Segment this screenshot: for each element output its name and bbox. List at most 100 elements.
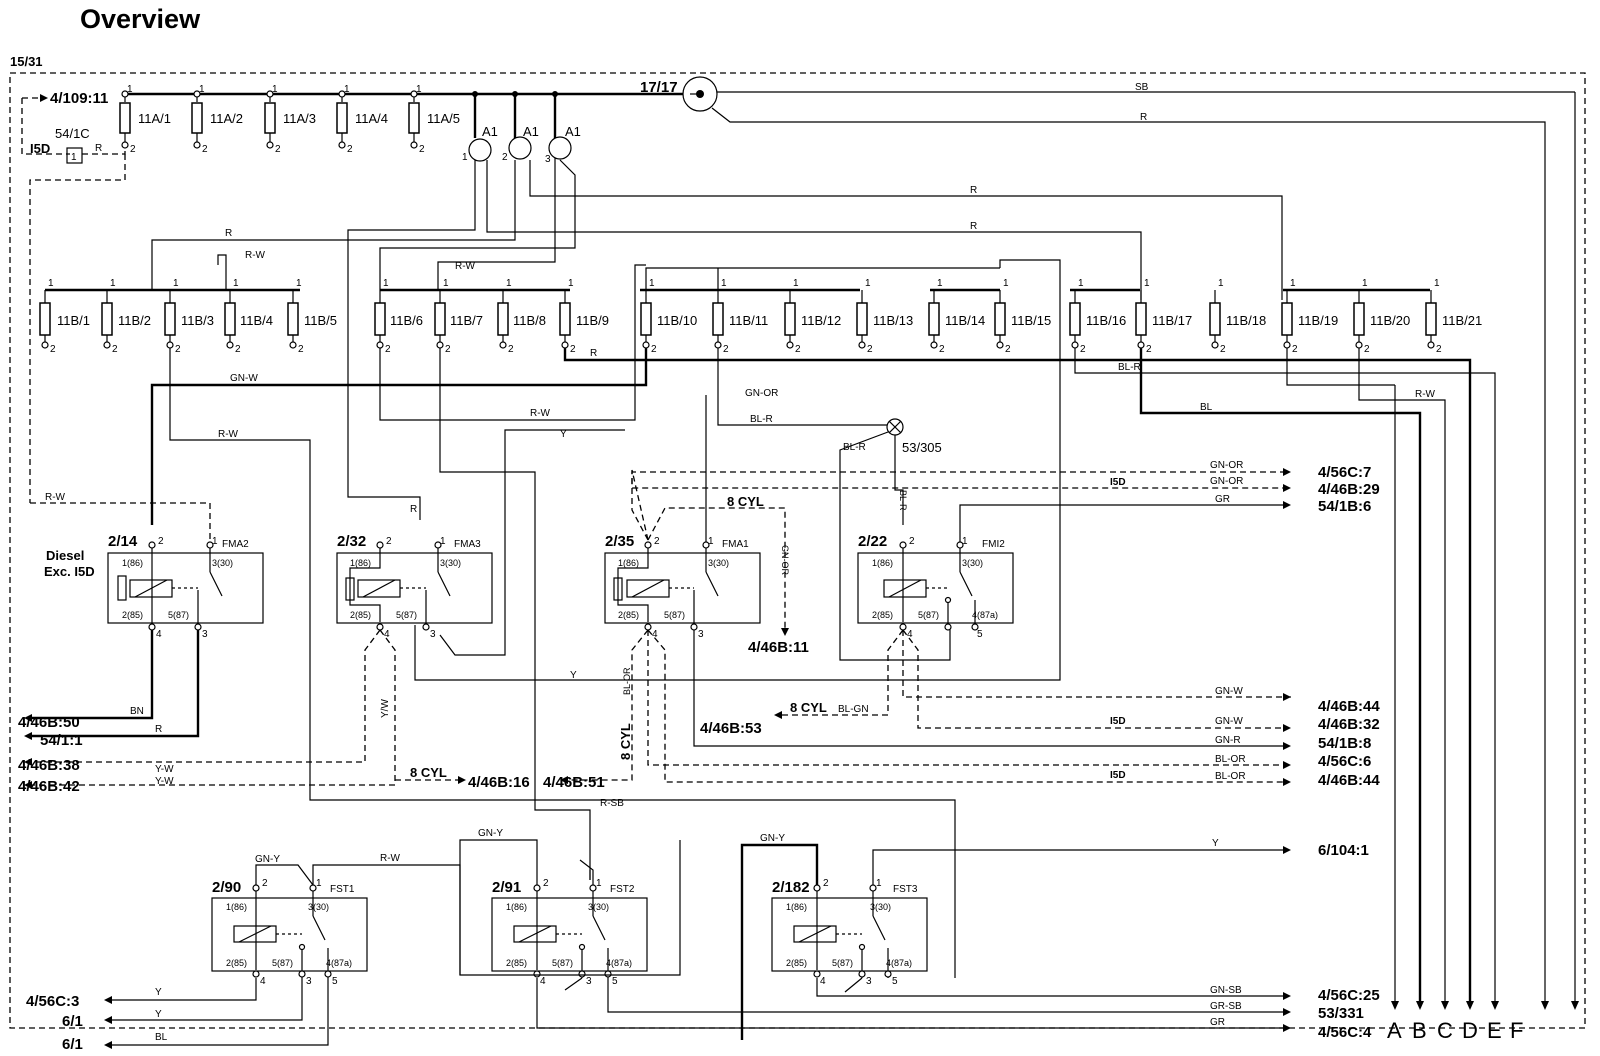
svg-text:11B/19: 11B/19 bbox=[1298, 313, 1338, 328]
fuse-row-b: 11B/112 11B/212 11B/312 11B/412 11B/512 … bbox=[39, 278, 1482, 355]
svg-text:R: R bbox=[970, 221, 977, 232]
svg-text:1: 1 bbox=[416, 84, 422, 95]
svg-text:11B/21: 11B/21 bbox=[1442, 313, 1482, 328]
svg-text:2: 2 bbox=[175, 344, 181, 355]
svg-text:5(87): 5(87) bbox=[552, 958, 573, 968]
conn-mid-4: 4/46B:53 bbox=[700, 720, 762, 737]
svg-text:11B/17: 11B/17 bbox=[1152, 313, 1192, 328]
svg-text:11B/20: 11B/20 bbox=[1370, 313, 1410, 328]
svg-text:2: 2 bbox=[347, 144, 353, 155]
svg-text:1(86): 1(86) bbox=[618, 558, 639, 568]
ground-label: 53/305 bbox=[902, 440, 942, 455]
svg-text:FMA2: FMA2 bbox=[222, 539, 249, 550]
svg-text:2: 2 bbox=[1364, 344, 1370, 355]
svg-text:FST2: FST2 bbox=[610, 884, 635, 895]
conn-right-9: 6/104:1 bbox=[1318, 842, 1369, 859]
svg-text:GN-OR: GN-OR bbox=[1210, 460, 1243, 471]
svg-text:GN-Y: GN-Y bbox=[255, 854, 280, 865]
svg-text:1: 1 bbox=[1290, 278, 1296, 289]
fuse-11b-8: 11B/812 bbox=[497, 278, 546, 355]
svg-text:2: 2 bbox=[385, 344, 391, 355]
svg-text:1: 1 bbox=[1434, 278, 1440, 289]
svg-text:4(87a): 4(87a) bbox=[606, 958, 632, 968]
svg-text:BL-GN: BL-GN bbox=[838, 704, 869, 715]
svg-text:11A/2: 11A/2 bbox=[210, 111, 243, 126]
svg-text:Y-W: Y-W bbox=[155, 764, 174, 775]
svg-text:2/32: 2/32 bbox=[337, 533, 366, 550]
svg-text:GN-W: GN-W bbox=[1215, 686, 1243, 697]
svg-text:R-W: R-W bbox=[455, 261, 476, 272]
svg-text:11B/18: 11B/18 bbox=[1226, 313, 1266, 328]
conn-left-6: 6/1 bbox=[62, 1013, 83, 1030]
svg-text:2/91: 2/91 bbox=[492, 879, 521, 896]
svg-text:2: 2 bbox=[419, 144, 425, 155]
conn-right-8: 4/46B:44 bbox=[1318, 772, 1380, 789]
svg-text:R: R bbox=[410, 504, 417, 515]
svg-text:1: 1 bbox=[1144, 278, 1150, 289]
svg-text:R: R bbox=[1140, 112, 1147, 123]
svg-text:R-W: R-W bbox=[1415, 389, 1436, 400]
svg-text:2: 2 bbox=[130, 144, 136, 155]
mid-connector-labels: 4/46B:16 4/46B:51 4/46B:11 4/46B:53 bbox=[468, 639, 809, 791]
wire-sb: SB bbox=[1135, 82, 1149, 93]
svg-text:2: 2 bbox=[202, 144, 208, 155]
svg-text:1: 1 bbox=[962, 536, 968, 547]
fuse-11b-3: 11B/312 bbox=[164, 278, 214, 355]
svg-text:11B/7: 11B/7 bbox=[450, 313, 483, 328]
svg-text:GN-OR: GN-OR bbox=[780, 545, 790, 575]
conn-mid-1: 4/46B:16 bbox=[468, 774, 530, 791]
conn-right-1: 4/56C:7 bbox=[1318, 464, 1371, 481]
svg-text:1: 1 bbox=[212, 536, 218, 547]
svg-text:1(86): 1(86) bbox=[122, 558, 143, 568]
svg-text:2: 2 bbox=[508, 344, 514, 355]
svg-text:3: 3 bbox=[545, 154, 551, 165]
bus-letter-d: D bbox=[1462, 1018, 1478, 1043]
conn-left-5: 4/56C:3 bbox=[26, 993, 79, 1010]
svg-text:BL: BL bbox=[155, 1032, 168, 1043]
svg-text:4: 4 bbox=[260, 976, 266, 987]
frame-label: 15/31 bbox=[10, 54, 43, 69]
svg-text:2: 2 bbox=[235, 344, 241, 355]
svg-text:1: 1 bbox=[173, 278, 179, 289]
svg-text:GN-W: GN-W bbox=[1215, 716, 1243, 727]
feed-ref-group: 4/109:11 54/1C I5D 1 R bbox=[21, 90, 126, 503]
svg-text:11B/16: 11B/16 bbox=[1086, 313, 1126, 328]
svg-text:GN-Y: GN-Y bbox=[478, 828, 503, 839]
svg-text:GN-R: GN-R bbox=[1215, 735, 1241, 746]
svg-text:11B/1: 11B/1 bbox=[57, 313, 90, 328]
svg-text:2/35: 2/35 bbox=[605, 533, 634, 550]
svg-text:5: 5 bbox=[332, 976, 338, 987]
svg-text:2: 2 bbox=[298, 344, 304, 355]
svg-text:2: 2 bbox=[654, 536, 660, 547]
svg-text:Y: Y bbox=[560, 429, 567, 440]
svg-text:2(85): 2(85) bbox=[350, 610, 371, 620]
conn-right-6: 54/1B:8 bbox=[1318, 735, 1371, 752]
svg-text:2: 2 bbox=[502, 152, 508, 163]
fuse-11b-1: 11B/112 bbox=[39, 278, 90, 355]
svg-text:4(87a): 4(87a) bbox=[886, 958, 912, 968]
bus-letter-f: F bbox=[1510, 1018, 1523, 1043]
svg-text:GN-OR: GN-OR bbox=[1210, 476, 1243, 487]
svg-text:BL-R: BL-R bbox=[750, 414, 773, 425]
svg-text:BL-OR: BL-OR bbox=[1215, 771, 1246, 782]
svg-text:5(87): 5(87) bbox=[832, 958, 853, 968]
svg-text:5(87): 5(87) bbox=[918, 610, 939, 620]
svg-text:3: 3 bbox=[202, 629, 208, 640]
svg-text:R: R bbox=[95, 143, 102, 154]
svg-text:11A/3: 11A/3 bbox=[283, 111, 316, 126]
relay-fma3: 2/32 FMA3 1(86) 3(30) 2(85) 5(87) 2 1 4 … bbox=[30, 504, 493, 787]
svg-text:11B/5: 11B/5 bbox=[304, 313, 337, 328]
svg-text:Y: Y bbox=[570, 670, 577, 681]
svg-text:11B/10: 11B/10 bbox=[657, 313, 697, 328]
svg-text:5(87): 5(87) bbox=[396, 610, 417, 620]
svg-text:I5D: I5D bbox=[1110, 716, 1126, 727]
svg-text:R: R bbox=[590, 348, 597, 359]
svg-text:2/90: 2/90 bbox=[212, 879, 241, 896]
svg-text:11A/4: 11A/4 bbox=[355, 111, 388, 126]
svg-text:2: 2 bbox=[50, 344, 56, 355]
fuse-11b-7: 11B/712 bbox=[434, 278, 483, 355]
svg-text:2: 2 bbox=[112, 344, 118, 355]
